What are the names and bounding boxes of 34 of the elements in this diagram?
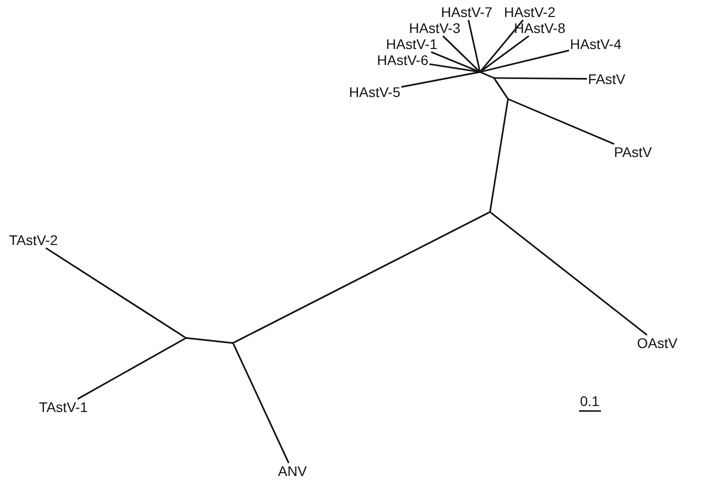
tree-branch — [234, 212, 490, 344]
tree-branch — [401, 71, 480, 88]
tree-branch — [480, 72, 494, 78]
taxon-label: HAstV-6 — [376, 52, 430, 68]
tree-branch — [186, 337, 232, 344]
taxon-label: HAstV-1 — [385, 36, 438, 52]
tree-branch — [490, 212, 648, 336]
tree-branch — [77, 338, 186, 400]
taxon-label: TAstV-2 — [8, 232, 59, 248]
taxon-label: HAstV-2 — [503, 4, 556, 20]
tree-branch — [495, 77, 587, 80]
tree-branch — [468, 20, 481, 72]
taxon-label: HAstV-8 — [513, 20, 566, 36]
tree-branch — [480, 35, 530, 72]
tree-branch — [480, 19, 524, 72]
tree-branch — [442, 35, 480, 72]
taxon-label: HAstV-5 — [348, 84, 402, 100]
tree-branch — [489, 100, 509, 212]
tree-branch — [508, 98, 614, 145]
taxon-label: HAstV-7 — [440, 4, 494, 20]
taxon-label: ANV — [277, 463, 308, 479]
tree-branch — [429, 63, 480, 73]
tree-branch — [45, 247, 186, 338]
tree-branch — [430, 51, 480, 72]
tree-branch — [232, 344, 290, 464]
taxon-label: HAstV-4 — [569, 36, 622, 52]
taxon-label: FAstV — [587, 71, 626, 87]
taxon-label: HAstV-3 — [408, 20, 462, 36]
tree-branch — [494, 78, 508, 98]
taxon-label: OAstV — [636, 335, 678, 351]
taxon-label: TAstV-1 — [38, 399, 89, 415]
scale-bar-label: 0.1 — [580, 393, 600, 409]
taxon-label: PAstV — [613, 144, 653, 160]
tree-branch — [480, 50, 570, 73]
